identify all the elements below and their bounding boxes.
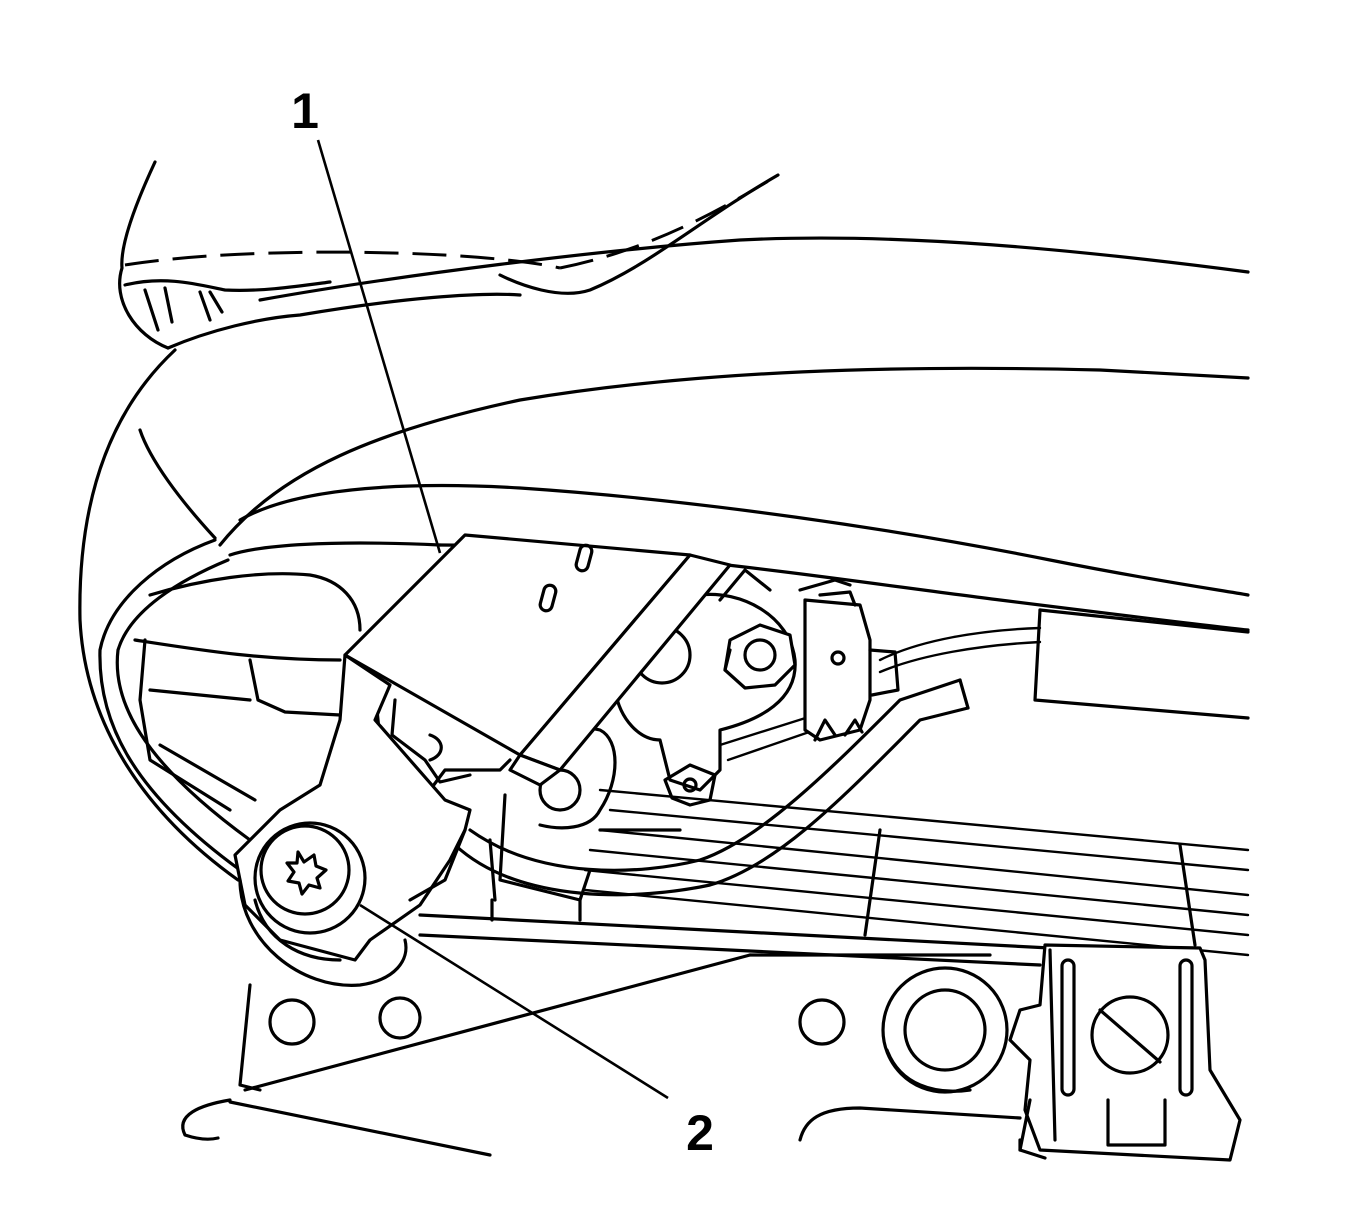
callout-label-2: 2: [686, 1105, 714, 1161]
retainer-clip: [1008, 943, 1242, 1162]
callout-label-1: 1: [291, 83, 319, 139]
torx-bolt: [253, 821, 367, 935]
seat-track: [181, 953, 1022, 1157]
wiring-harness: [98, 538, 1042, 897]
leader-line-2: [359, 903, 669, 1100]
leader-line-1: [316, 139, 442, 554]
electrical-connector: [798, 578, 900, 742]
mounting-ring: [881, 966, 1009, 1094]
seat-cushion: [78, 160, 1250, 882]
